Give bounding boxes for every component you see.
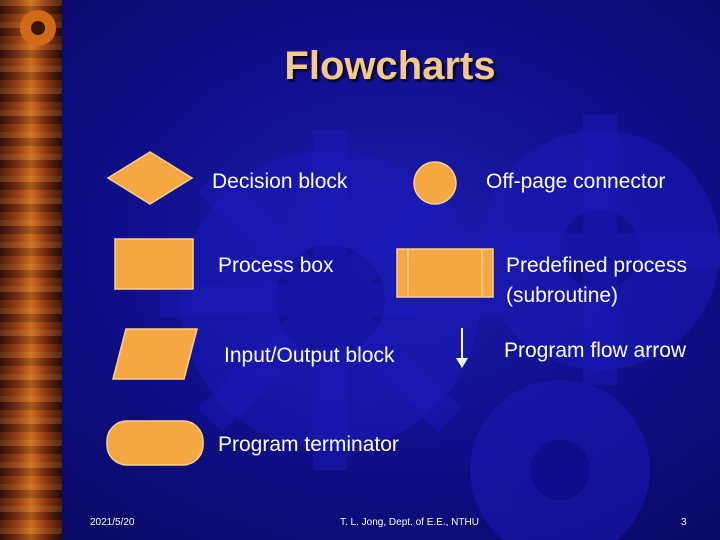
off-page-connector-label: Off-page connector [486,170,666,193]
rectangle-icon [114,238,194,290]
predefined-process-label-line2: (subroutine) [506,284,619,307]
predefined-process-label-line1: Predefined process [506,254,687,277]
decorative-side-strip [0,0,62,540]
parallelogram-icon [112,328,198,380]
program-flow-arrow-label: Program flow arrow [504,339,687,362]
footer-page-number: 3 [681,517,687,528]
down-arrow-icon [456,328,468,368]
slide-title: Flowcharts [284,44,496,88]
process-box-label: Process box [218,254,334,277]
predefined-process-icon [396,248,494,298]
rounded-rectangle-icon [106,420,204,466]
footer-date: 2021/5/20 [90,517,135,528]
diamond-icon [106,151,194,205]
input-output-block-label: Input/Output block [224,344,395,367]
circle-icon [413,161,457,205]
footer-author: T. L. Jong, Dept. of E.E., NTHU [340,517,479,528]
program-terminator-label: Program terminator [218,433,399,456]
decision-block-label: Decision block [212,170,348,193]
